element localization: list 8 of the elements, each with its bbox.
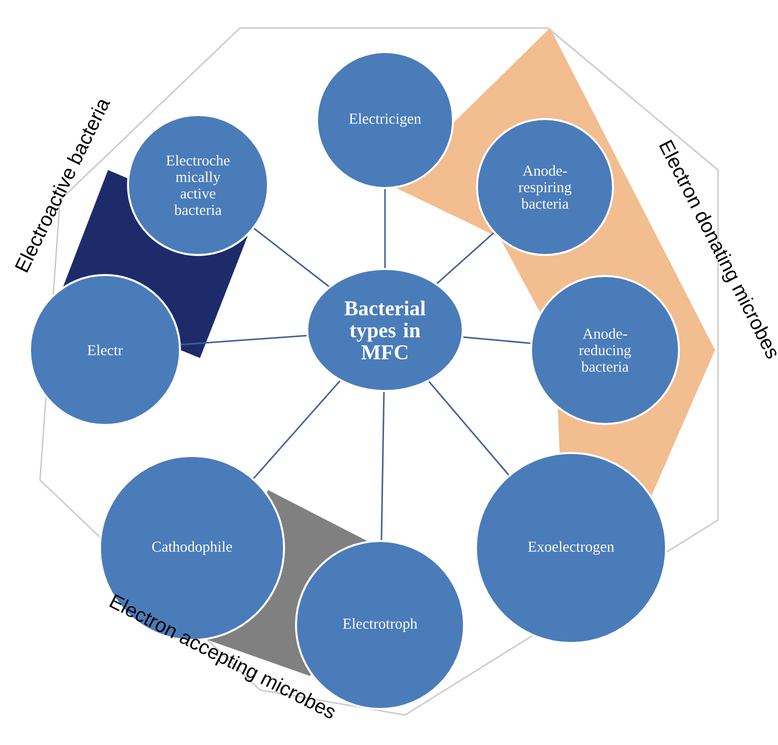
connector-line xyxy=(253,380,341,479)
connector-line xyxy=(380,392,385,540)
connector-line xyxy=(384,189,386,268)
connector-line xyxy=(428,381,510,476)
connector-line xyxy=(463,336,530,344)
connector-line xyxy=(180,334,307,346)
connector-line xyxy=(254,228,330,288)
connector-line xyxy=(436,232,494,284)
